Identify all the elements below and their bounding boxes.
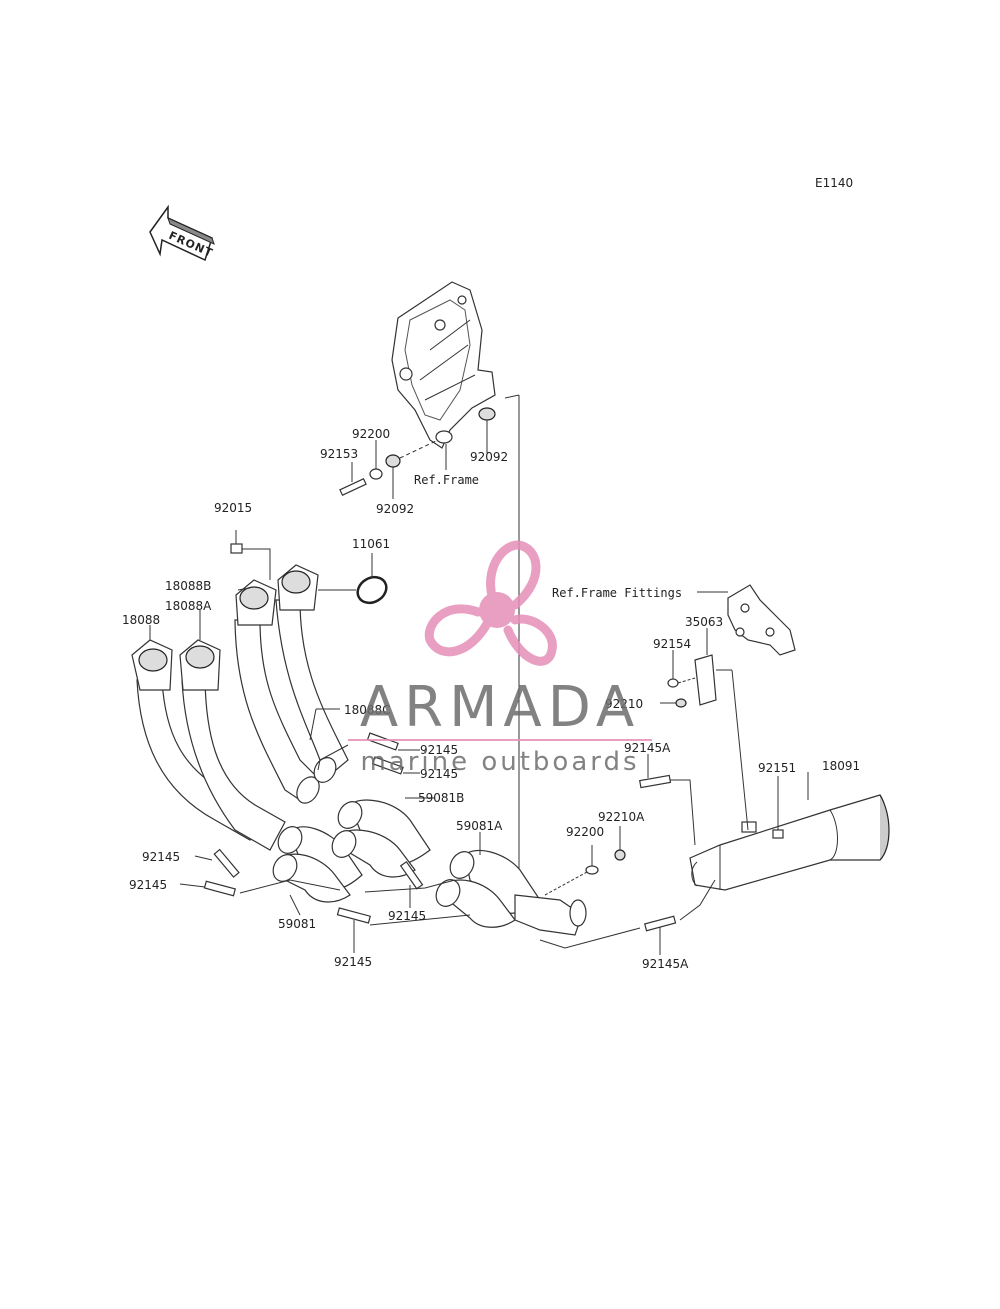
label-18088: 18088: [122, 613, 160, 627]
spring-92145-b: [317, 744, 420, 775]
label-11061: 11061: [352, 537, 390, 551]
label-92145A-top: 92145A: [624, 741, 671, 755]
muffler-18091: [689, 794, 890, 891]
label-18088A: 18088A: [165, 599, 212, 613]
collector-59081A: [435, 849, 587, 936]
label-92145-a: 92145: [420, 743, 458, 757]
label-35063: 35063: [685, 615, 723, 629]
header-pipe-18088B: [234, 579, 320, 804]
bolt-92151: [772, 776, 784, 839]
propeller-logo-icon: [424, 540, 557, 666]
nut-92210A: [614, 826, 626, 861]
label-92145-d: 92145: [129, 878, 167, 892]
label-92151: 92151: [758, 761, 796, 775]
gasket-11061: [318, 553, 388, 605]
label-92092-right: 92092: [470, 450, 508, 464]
bracket-35063: [694, 628, 749, 831]
label-92210: 92210: [605, 697, 643, 711]
spring-92145-a: [366, 732, 420, 751]
label-59081B: 59081B: [418, 791, 464, 805]
label-92145-e: 92145: [388, 909, 426, 923]
watermark-brand: ARMADA: [360, 675, 640, 740]
diagram-code: E1140: [815, 176, 853, 190]
spring-92145-c: [194, 848, 240, 878]
spring-92145-e: [364, 860, 456, 908]
frame-bracket: [391, 281, 496, 449]
bolt-92153: [339, 462, 367, 497]
label-92015: 92015: [214, 501, 252, 515]
label-92200-bottom: 92200: [566, 825, 604, 839]
spring-92145-f: [336, 907, 471, 953]
label-92154: 92154: [653, 637, 691, 651]
cap-92015: [230, 530, 271, 580]
front-arrow-icon: FRONT: [149, 204, 215, 262]
label-59081A: 59081A: [456, 819, 503, 833]
label-18091: 18091: [822, 759, 860, 773]
nut-92210: [660, 698, 687, 708]
washer-92200-bottom: [544, 845, 599, 896]
label-18088B: 18088B: [165, 579, 211, 593]
header-pipe-18088C: [275, 564, 349, 783]
label-92145A-bottom: 92145A: [642, 957, 689, 971]
watermark-tagline: marine outboards: [360, 747, 639, 777]
spring-92145-d: [179, 879, 341, 897]
label-92200-top: 92200: [352, 427, 390, 441]
label-ref-frame: Ref.Frame: [414, 473, 479, 487]
header-pipe-18088A: [179, 639, 286, 851]
nut-92092-left: [385, 454, 401, 499]
spring-92145A-top: [639, 754, 696, 846]
spring-92145A-bottom: [539, 879, 716, 955]
collector-59081B: [331, 799, 431, 878]
label-92210A: 92210A: [598, 810, 645, 824]
washer-92200-top: [369, 440, 383, 480]
label-92145-f: 92145: [334, 955, 372, 969]
label-92145-b: 92145: [420, 767, 458, 781]
frame-fittings-bracket: [697, 584, 796, 656]
label-18088C: 18088C: [344, 703, 391, 717]
label-92145-c: 92145: [142, 850, 180, 864]
armada-watermark: ARMADA marine outboards: [348, 540, 652, 777]
bolt-92154: [667, 650, 696, 688]
label-92092-left: 92092: [376, 502, 414, 516]
collector-59081: [272, 826, 363, 903]
label-ref-frame-fittings: Ref.Frame Fittings: [552, 586, 682, 600]
label-59081: 59081: [278, 917, 316, 931]
label-92153: 92153: [320, 447, 358, 461]
nut-92092-right: [478, 407, 496, 453]
